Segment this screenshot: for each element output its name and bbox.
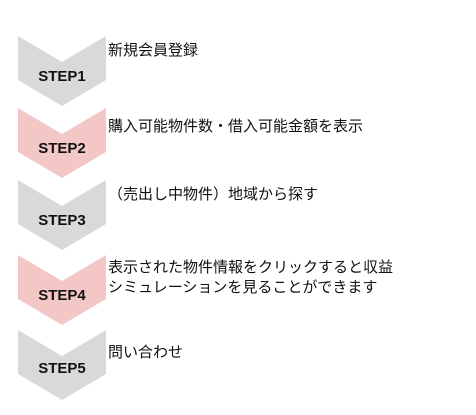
step-2-description: 購入可能物件数・借入可能金額を表示 <box>108 116 470 136</box>
step-1-line-1: 新規会員登録 <box>108 41 199 59</box>
step-1-chevron <box>18 36 106 106</box>
step-4-label: STEP4 <box>38 287 86 304</box>
chevron-down-icon <box>18 108 106 178</box>
step-4-description: 表示された物件情報をクリックすると収益 シミュレーションを見ることができます <box>108 257 470 297</box>
chevron-down-icon <box>18 180 106 250</box>
step-3-chevron <box>18 180 106 250</box>
step-4-line-1: 表示された物件情報をクリックすると収益 <box>108 258 394 276</box>
step-5-label: STEP5 <box>38 360 86 377</box>
step-3-label: STEP3 <box>38 212 86 229</box>
step-2-line-1: 購入可能物件数・借入可能金額を表示 <box>108 117 364 135</box>
step-5-line-1: 問い合わせ <box>108 343 184 361</box>
chevron-down-icon <box>18 255 106 325</box>
step-1-label: STEP1 <box>38 68 86 85</box>
step-5-description: 問い合わせ <box>108 342 470 362</box>
chevron-down-icon <box>18 36 106 106</box>
step-4-line-2: シミュレーションを見ることができます <box>108 278 378 296</box>
step-2-label: STEP2 <box>38 140 86 157</box>
step-1-description: 新規会員登録 <box>108 40 470 60</box>
chevron-down-icon <box>18 330 106 400</box>
step-3-description: （売出し中物件）地域から探す <box>108 184 470 204</box>
step-2-chevron <box>18 108 106 178</box>
step-3-line-1: （売出し中物件）地域から探す <box>108 185 319 203</box>
step-5-chevron <box>18 330 106 400</box>
step-4-chevron <box>18 255 106 325</box>
